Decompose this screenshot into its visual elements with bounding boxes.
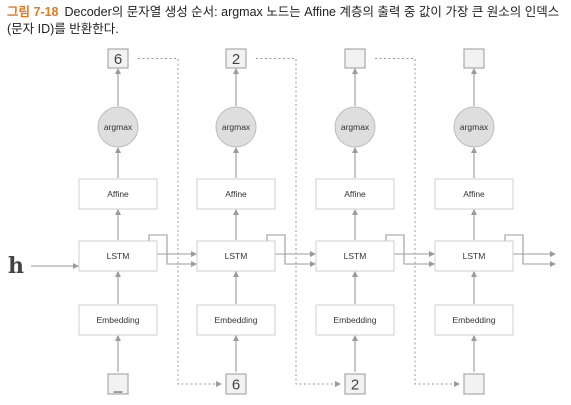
lstm-label: LSTM xyxy=(344,251,367,261)
lstm-layer xyxy=(315,240,395,272)
affine-layer xyxy=(196,178,276,210)
embedding-label: Embedding xyxy=(214,315,257,325)
argmax-node xyxy=(97,106,139,148)
affine-layer xyxy=(315,178,395,210)
hidden-state-label: h xyxy=(8,253,24,279)
affine-label: Affine xyxy=(463,189,485,199)
embedding-layer xyxy=(434,304,514,336)
lstm-state-arrow xyxy=(504,234,556,267)
argmax-label: argmax xyxy=(222,122,251,132)
output-token-box xyxy=(344,48,366,69)
input-token-box xyxy=(463,373,485,395)
output-token: 6 xyxy=(114,51,122,68)
feedback-arrow xyxy=(138,58,222,387)
lstm-state-arrow xyxy=(148,234,197,267)
figure-caption-text: Decoder의 문자열 생성 순서: argmax 노드는 Affine 계층… xyxy=(7,5,560,36)
input-token-box xyxy=(107,373,129,395)
argmax-node xyxy=(215,106,257,148)
affine-layer xyxy=(434,178,514,210)
lstm-state-arrow xyxy=(385,234,435,267)
affine-layer xyxy=(78,178,158,210)
output-token-box xyxy=(463,48,485,69)
argmax-node xyxy=(453,106,495,148)
input-token: 6 xyxy=(232,377,240,394)
input-token: 2 xyxy=(351,377,359,394)
connections xyxy=(31,58,556,387)
output-token-box xyxy=(107,48,129,69)
figure-number: 그림 7-18 xyxy=(7,5,59,19)
lstm-layer xyxy=(434,240,514,272)
feedback-arrow xyxy=(375,58,460,387)
affine-label: Affine xyxy=(344,189,366,199)
lstm-label: LSTM xyxy=(225,251,248,261)
argmax-label: argmax xyxy=(341,122,370,132)
input-token-box xyxy=(344,373,366,395)
embedding-layer xyxy=(196,304,276,336)
affine-label: Affine xyxy=(107,189,129,199)
embedding-layer xyxy=(78,304,158,336)
embedding-layer xyxy=(315,304,395,336)
input-token-box xyxy=(225,373,247,395)
affine-label: Affine xyxy=(225,189,247,199)
lstm-layer xyxy=(196,240,276,272)
input-token: _ xyxy=(113,377,123,394)
embedding-label: Embedding xyxy=(452,315,495,325)
lstm-label: LSTM xyxy=(463,251,486,261)
argmax-label: argmax xyxy=(104,122,133,132)
lstm-layer xyxy=(78,240,158,272)
embedding-label: Embedding xyxy=(333,315,376,325)
lstm-label: LSTM xyxy=(107,251,130,261)
argmax-node xyxy=(334,106,376,148)
output-token: 2 xyxy=(232,51,240,68)
embedding-label: Embedding xyxy=(96,315,139,325)
output-token-box xyxy=(225,48,247,69)
feedback-arrow xyxy=(256,58,341,387)
lstm-state-arrow xyxy=(266,234,316,267)
argmax-label: argmax xyxy=(460,122,489,132)
